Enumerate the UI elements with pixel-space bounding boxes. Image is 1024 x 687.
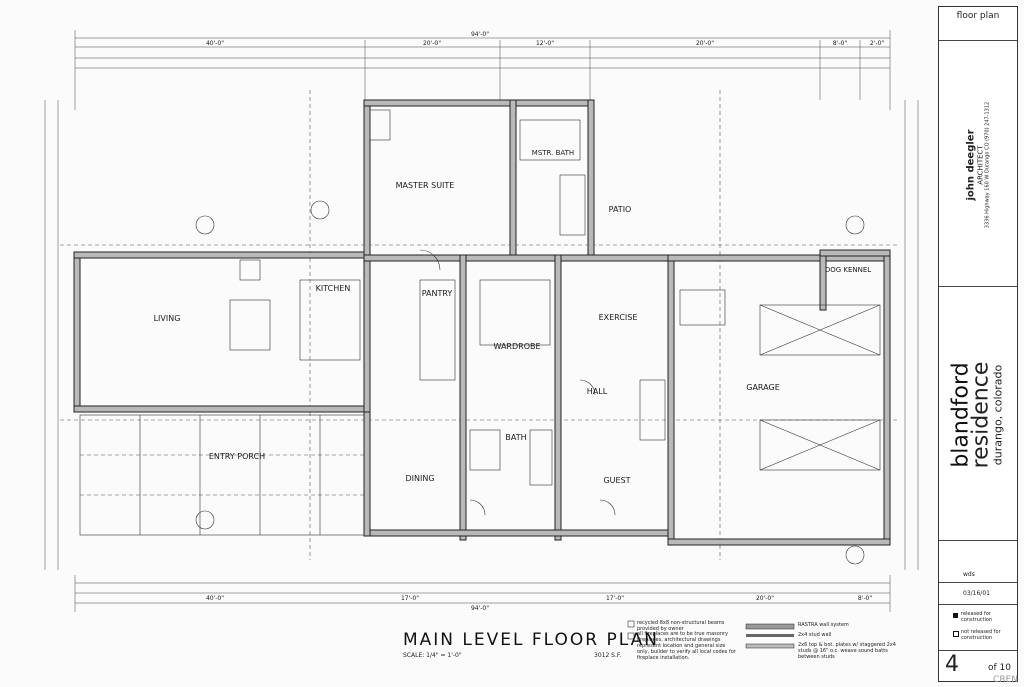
title-block: floor plan john deegler ARCHITECT 3336 H… bbox=[938, 6, 1018, 682]
release-opt-1: released for construction bbox=[961, 611, 993, 623]
project-name-2: residence bbox=[968, 361, 994, 468]
room-living: LIVING bbox=[154, 314, 181, 323]
dim-top-4: 20'-0" bbox=[696, 40, 714, 47]
released-checkbox bbox=[953, 613, 958, 618]
room-dining: DINING bbox=[405, 474, 434, 483]
room-mstr-bath: MSTR. BATH bbox=[532, 149, 574, 157]
sheet-title-cell: floor plan bbox=[939, 7, 1017, 41]
room-master-suite: MASTER SUITE bbox=[396, 181, 455, 190]
room-pantry: PANTRY bbox=[422, 289, 453, 298]
legend-swatch-rastra bbox=[745, 623, 795, 630]
plan-area: 3012 S.F. bbox=[594, 652, 622, 659]
legend-wall-3: 2x6 top & bot. plates w/ staggered 2x4 s… bbox=[798, 642, 896, 660]
room-wardrobe: WARDROBE bbox=[493, 342, 540, 351]
dim-bottom-2: 17'-0" bbox=[401, 595, 419, 602]
room-kitchen: KITCHEN bbox=[316, 284, 351, 293]
top-dimension-lines bbox=[74, 30, 891, 110]
overall-dim-top: 94'-0" bbox=[471, 31, 489, 38]
firm-name: john deegler bbox=[965, 128, 977, 201]
legend-note-2: all fireplaces are to be true masonry fi… bbox=[637, 631, 736, 661]
plan-scale: SCALE: 1/4" = 1'-0" bbox=[403, 652, 462, 659]
project-cell: blandford residence durango, colorado bbox=[939, 289, 1017, 541]
room-hall: HALL bbox=[587, 387, 608, 396]
project-title: blandford residence durango, colorado bbox=[949, 361, 1005, 468]
firm-info: john deegler ARCHITECT 3336 Highway 160 … bbox=[966, 101, 991, 227]
sheet-number: 4 bbox=[945, 652, 959, 677]
plan-title: MAIN LEVEL FLOOR PLAN bbox=[403, 630, 659, 650]
project-location: durango, colorado bbox=[991, 364, 1005, 465]
firm-type: ARCHITECT bbox=[976, 144, 985, 185]
room-garage: GARAGE bbox=[746, 383, 780, 392]
date-cell: 03/16/01 bbox=[939, 585, 1017, 605]
firm-address: 3336 Highway 160 W Durango CO (970) 247-… bbox=[984, 101, 991, 228]
dim-bottom-5: 8'-0" bbox=[858, 595, 872, 602]
dim-top-1: 40'-0" bbox=[206, 40, 224, 47]
interior-details bbox=[195, 109, 881, 565]
legend-wall-1: RASTRA wall system bbox=[798, 622, 849, 628]
revisions-cell: wds bbox=[939, 543, 1017, 583]
sheet-title: floor plan bbox=[956, 11, 1000, 21]
legend-wall-2: 2x4 stud wall bbox=[798, 632, 832, 638]
dim-top-3: 12'-0" bbox=[536, 40, 554, 47]
room-guest: GUEST bbox=[603, 476, 630, 485]
room-patio: PATIO bbox=[609, 205, 632, 214]
room-entry-porch: ENTRY PORCH bbox=[209, 452, 265, 461]
room-dog-kennel: DOG KENNEL bbox=[825, 266, 871, 274]
side-dimension-lines bbox=[44, 100, 919, 570]
release-cell: released for construction not released f… bbox=[939, 607, 1017, 651]
dim-top-5: 8'-0" bbox=[833, 40, 847, 47]
watermark: CREN bbox=[993, 675, 1018, 685]
dim-bottom-4: 20'-0" bbox=[756, 595, 774, 602]
porch-columns bbox=[79, 414, 366, 536]
legend-box-1 bbox=[627, 620, 635, 628]
exterior-walls bbox=[73, 99, 891, 546]
legend-note-1: recycled 8x8 non-structural beams provid… bbox=[637, 620, 725, 632]
bottom-dimension-lines bbox=[74, 575, 891, 612]
legend-swatch-stud bbox=[746, 634, 794, 637]
dim-top-6: 2'-0" bbox=[870, 40, 884, 47]
floor-plan-drawing: 94'-0" 40'-0" 20'-0" 12'-0" 20'-0" 8'-0"… bbox=[44, 30, 919, 649]
drawn-by: wds bbox=[963, 571, 975, 578]
dim-bottom-1: 40'-0" bbox=[206, 595, 224, 602]
firm-cell: john deegler ARCHITECT 3336 Highway 160 … bbox=[939, 43, 1017, 287]
legend-box-2 bbox=[627, 632, 635, 640]
dim-top-2: 20'-0" bbox=[423, 40, 441, 47]
room-bath: BATH bbox=[505, 433, 526, 442]
not-released-checkbox bbox=[953, 631, 959, 637]
sheet-total: of 10 bbox=[988, 663, 1011, 673]
release-opt-2: not released for construction bbox=[961, 629, 1001, 641]
issue-date: 03/16/01 bbox=[963, 590, 990, 597]
overall-dim-bottom: 94'-0" bbox=[471, 605, 489, 612]
room-exercise: EXERCISE bbox=[599, 313, 638, 322]
legend-swatch-sound bbox=[745, 643, 795, 649]
dim-bottom-3: 17'-0" bbox=[606, 595, 624, 602]
